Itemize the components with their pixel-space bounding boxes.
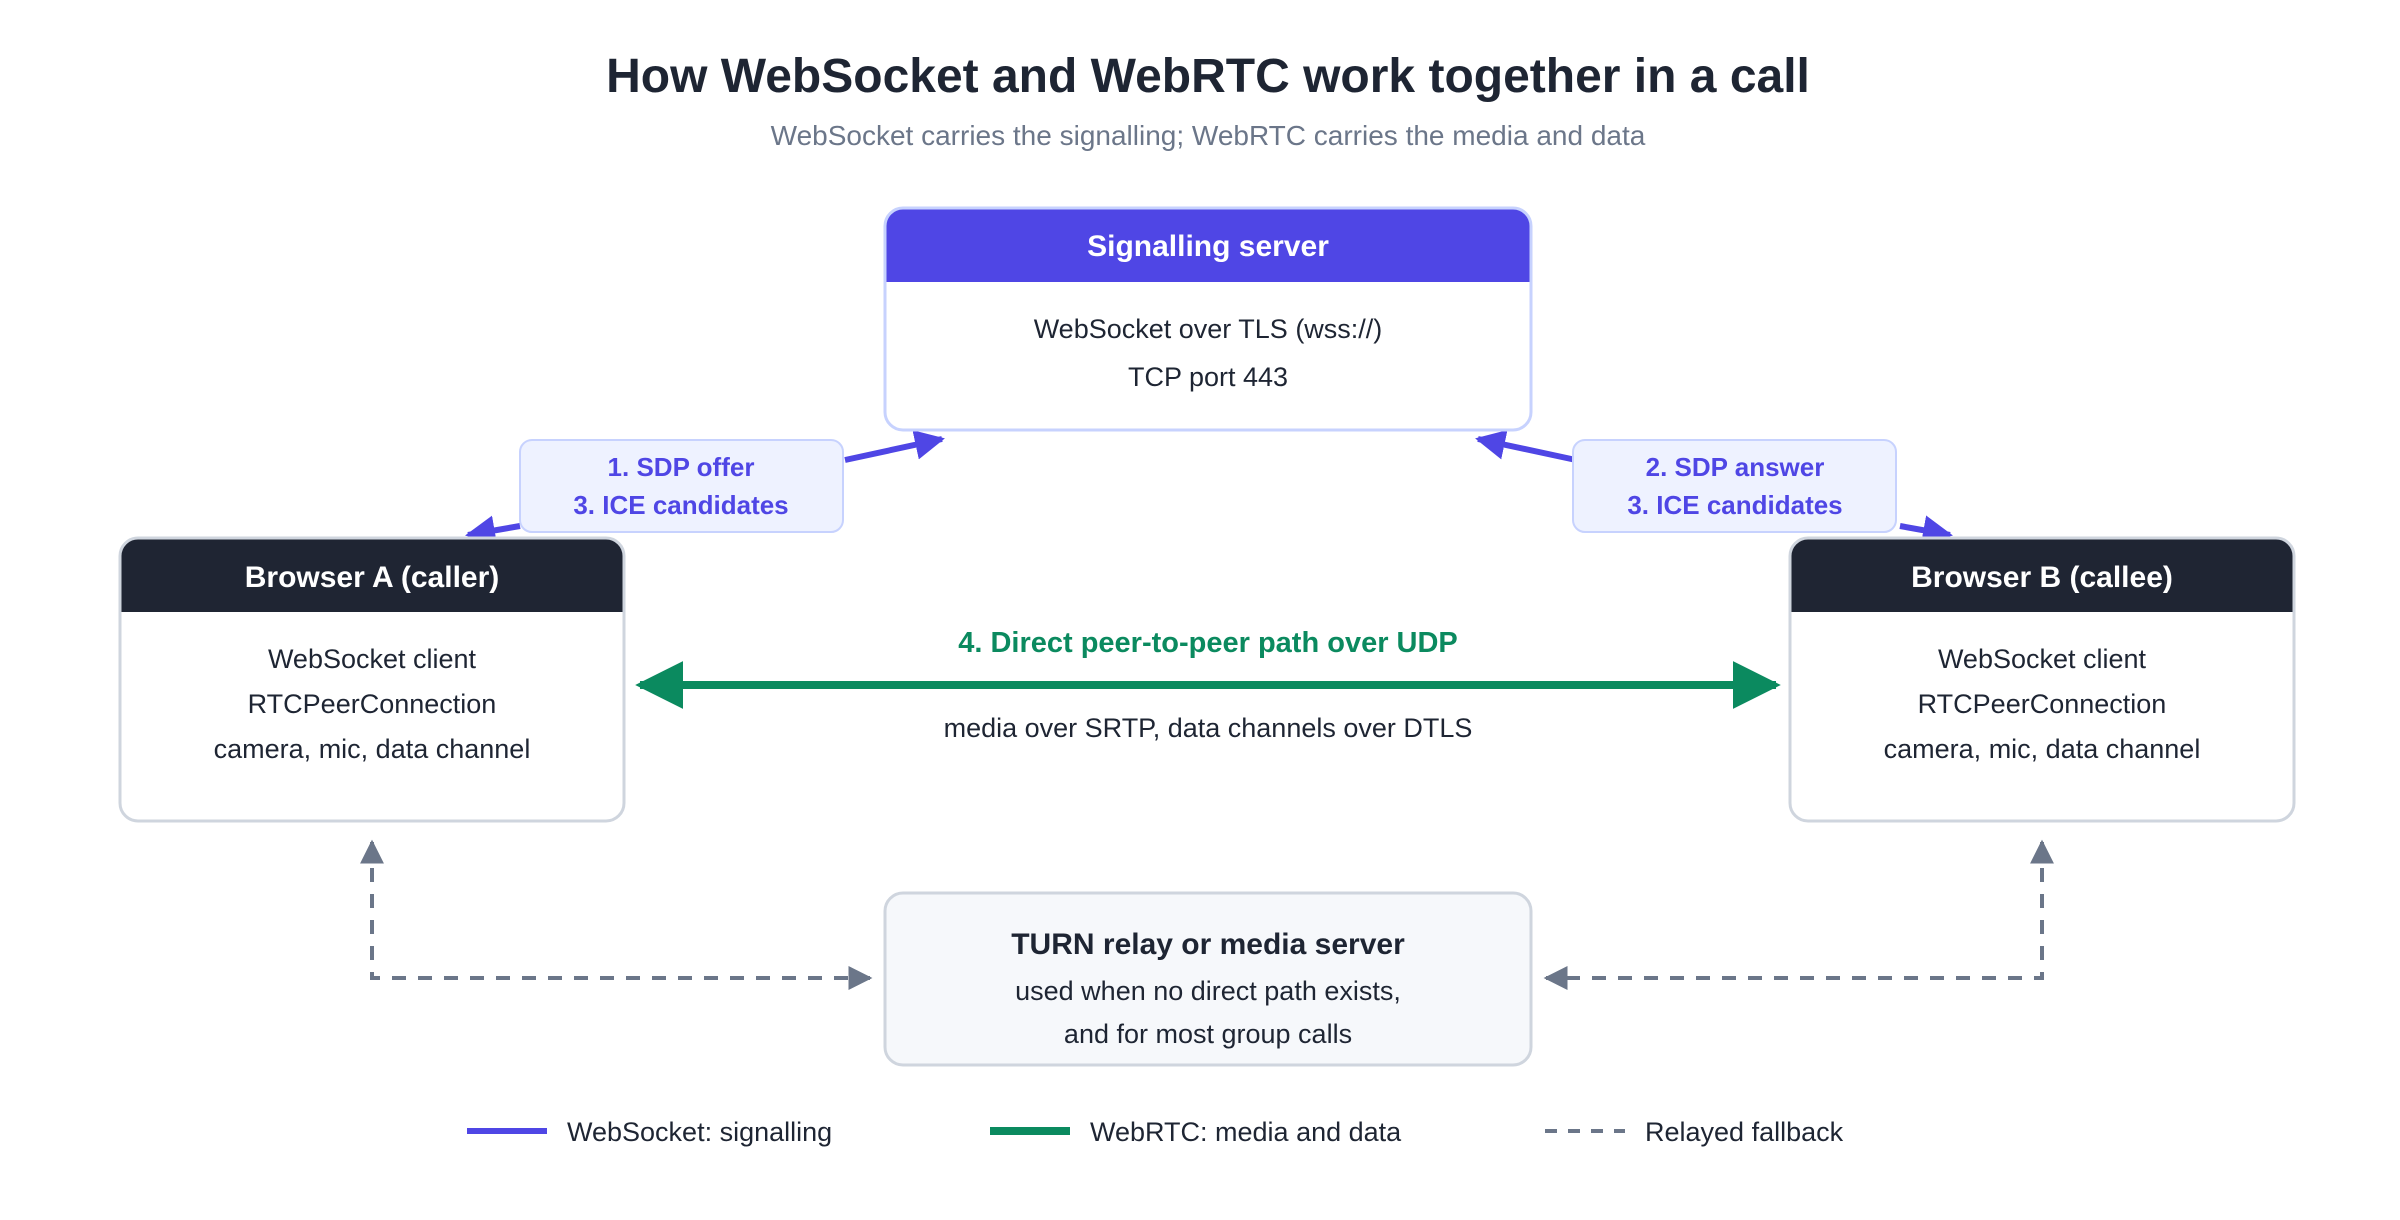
signalling-server-line-1: WebSocket over TLS (wss://) bbox=[1034, 314, 1383, 344]
browser-a-node: Browser A (caller) WebSocket client RTCP… bbox=[118, 536, 626, 823]
browser-b-line-3: camera, mic, data channel bbox=[1884, 734, 2201, 764]
page-title: How WebSocket and WebRTC work together i… bbox=[606, 50, 1810, 103]
browser-a-line-1: WebSocket client bbox=[268, 644, 477, 674]
signal-b-label: 2. SDP answer 3. ICE candidates bbox=[1572, 439, 1897, 533]
legend-item-websocket: WebSocket: signalling bbox=[467, 1117, 832, 1147]
edge-relay-a bbox=[360, 839, 873, 990]
signal-a-label-line-2: 3. ICE candidates bbox=[573, 490, 788, 520]
browser-b-line-1: WebSocket client bbox=[1938, 644, 2147, 674]
turn-relay-node: TURN relay or media server used when no … bbox=[883, 891, 1533, 1067]
browser-a-title: Browser A (caller) bbox=[245, 561, 500, 594]
p2p-label: 4. Direct peer-to-peer path over UDP bbox=[958, 627, 1458, 659]
legend-item-webrtc: WebRTC: media and data bbox=[990, 1117, 1402, 1147]
edge-signal-a bbox=[465, 430, 945, 546]
browser-a-line-3: camera, mic, data channel bbox=[214, 734, 531, 764]
edge-p2p: 4. Direct peer-to-peer path over UDP med… bbox=[635, 627, 1781, 743]
turn-relay-line-2: and for most group calls bbox=[1064, 1019, 1352, 1049]
legend: WebSocket: signalling WebRTC: media and … bbox=[467, 1117, 1844, 1147]
signal-b-label-line-2: 3. ICE candidates bbox=[1627, 490, 1842, 520]
signalling-server-node: Signalling server WebSocket over TLS (ws… bbox=[883, 206, 1533, 432]
legend-item-relay: Relayed fallback bbox=[1545, 1117, 1844, 1147]
signal-a-label-line-1: 1. SDP offer bbox=[608, 452, 755, 482]
signalling-server-title: Signalling server bbox=[1087, 230, 1329, 263]
browser-b-line-2: RTCPeerConnection bbox=[1918, 689, 2167, 719]
legend-label-relay: Relayed fallback bbox=[1645, 1117, 1844, 1147]
browser-a-line-2: RTCPeerConnection bbox=[248, 689, 497, 719]
page-subtitle: WebSocket carries the signalling; WebRTC… bbox=[771, 120, 1646, 151]
browser-b-title: Browser B (callee) bbox=[1911, 561, 2173, 594]
signal-b-label-line-1: 2. SDP answer bbox=[1646, 452, 1825, 482]
p2p-sublabel: media over SRTP, data channels over DTLS bbox=[944, 713, 1473, 743]
browser-b-node: Browser B (callee) WebSocket client RTCP… bbox=[1788, 536, 2296, 823]
edge-relay-b bbox=[1543, 839, 2054, 990]
edge-signal-b bbox=[1475, 429, 1953, 545]
turn-relay-line-1: used when no direct path exists, bbox=[1015, 976, 1401, 1006]
turn-relay-title: TURN relay or media server bbox=[1011, 928, 1405, 961]
legend-label-webrtc: WebRTC: media and data bbox=[1090, 1117, 1402, 1147]
signal-a-label: 1. SDP offer 3. ICE candidates bbox=[519, 439, 844, 533]
legend-label-websocket: WebSocket: signalling bbox=[567, 1117, 832, 1147]
signalling-server-line-2: TCP port 443 bbox=[1128, 362, 1288, 392]
